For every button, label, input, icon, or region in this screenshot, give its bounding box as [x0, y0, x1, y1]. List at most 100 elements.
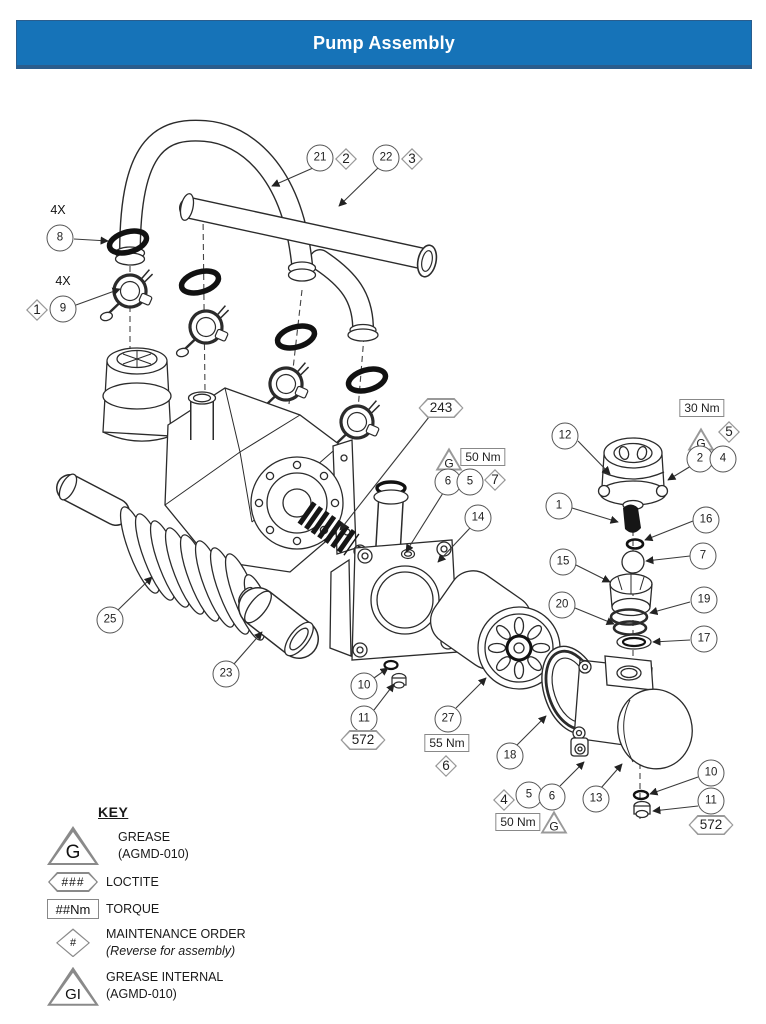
- callout-label: 8: [56, 231, 64, 244]
- bearing-housing: [329, 480, 459, 661]
- legend-text: TORQUE: [104, 901, 159, 918]
- callout-circle-9: 9: [49, 295, 77, 323]
- callout-label: 11: [705, 794, 717, 807]
- callout-label: 6: [442, 758, 450, 774]
- callout-label: G: [444, 456, 454, 470]
- leader-lines: [73, 167, 699, 815]
- callout-label: 19: [697, 593, 711, 606]
- legend-symbol-wrap: ##Nm: [42, 899, 104, 919]
- legend-label: GREASE: [118, 829, 171, 844]
- legend-text: GREASE INTERNAL(AGMD-010): [104, 969, 223, 1003]
- callout-label: 9: [59, 302, 67, 315]
- callout-label: 23: [219, 667, 233, 680]
- triangle-symbol-icon: GI: [47, 966, 99, 1006]
- callout-circle-1: 1: [545, 492, 573, 520]
- callout-label: 14: [471, 511, 485, 524]
- callout-circle-25: 25: [96, 606, 124, 634]
- legend-sublabel: (AGMD-010): [118, 846, 189, 861]
- callout-circle-14: 14: [464, 504, 492, 532]
- callout-circle-7: 7: [689, 542, 717, 570]
- callout-label: 11: [358, 712, 370, 725]
- callout-circle-17: 17: [690, 625, 718, 653]
- callout-circle-23: 23: [212, 660, 240, 688]
- page-title: Pump Assembly: [313, 32, 455, 53]
- callout-label: 15: [556, 555, 570, 568]
- callout-label: 1: [555, 499, 563, 512]
- hexagon-symbol-icon: ###: [48, 872, 98, 892]
- callout-label: 5: [466, 475, 474, 488]
- callout-label: 27: [441, 712, 455, 725]
- callout-circle-11: 11: [350, 705, 378, 733]
- callout-circle-15: 15: [549, 548, 577, 576]
- callout-circle-22: 22: [372, 144, 400, 172]
- callout-label: 243: [429, 400, 453, 416]
- callout-label: 30 Nm: [684, 401, 720, 415]
- callout-label: 17: [697, 632, 711, 645]
- callout-hex-243: 243: [418, 398, 464, 418]
- pump-body: [56, 347, 387, 659]
- callout-label: G: [549, 819, 559, 833]
- legend-sublabel: (AGMD-010): [106, 987, 177, 1002]
- callout-diamond-7: 7: [484, 469, 506, 491]
- callout-hex-572: 572: [340, 730, 386, 750]
- pipe-elbow-section: [309, 249, 379, 342]
- quantity-label: 4X: [50, 203, 66, 217]
- callout-box-50-nm: 50 Nm: [495, 813, 541, 831]
- legend-row-loctite: ### LOCTITE: [42, 872, 282, 892]
- callout-label: 20: [555, 598, 569, 611]
- legend-row-grease: G GREASE (AGMD-010): [42, 826, 282, 865]
- callout-box-30-nm: 30 Nm: [679, 399, 725, 417]
- callout-diamond-6: 6: [435, 755, 457, 777]
- callout-label: 7: [699, 549, 707, 562]
- callout-label: 25: [103, 613, 117, 626]
- legend-label: MAINTENANCE ORDER: [106, 927, 246, 941]
- callout-diamond-5: 5: [718, 421, 740, 443]
- callout-circle-6: 6: [434, 468, 462, 496]
- triangle-symbol-icon: G: [47, 826, 99, 865]
- callout-circle-27: 27: [434, 705, 462, 733]
- pipe-u-bend: [114, 119, 317, 282]
- legend-text: MAINTENANCE ORDER(Reverse for assembly): [104, 926, 246, 960]
- callout-triangle-g: G: [435, 447, 463, 471]
- callout-box-50-nm: 50 Nm: [460, 448, 506, 466]
- legend-symbol-wrap: ###: [42, 872, 104, 892]
- callout-label: 4: [500, 792, 508, 808]
- callout-label: 2: [696, 452, 704, 465]
- callout-label: G: [696, 436, 706, 450]
- callout-label: 6: [444, 475, 452, 488]
- legend-symbol-wrap: G: [42, 826, 104, 865]
- legend-title: KEY: [98, 804, 129, 820]
- callout-label: 5: [725, 424, 733, 440]
- callout-box-55-nm: 55 Nm: [424, 734, 470, 752]
- callout-label: 572: [699, 817, 723, 833]
- callout-label: 50 Nm: [465, 450, 501, 464]
- callout-label: 13: [589, 792, 603, 805]
- callout-circle-18: 18: [496, 742, 524, 770]
- callout-diamond-2: 2: [335, 148, 357, 170]
- callout-label: 572: [351, 732, 375, 748]
- pump-head: [570, 655, 693, 819]
- callout-circle-10: 10: [350, 672, 378, 700]
- pipe-straight-tube: [179, 193, 438, 278]
- legend-label: LOCTITE: [106, 874, 159, 889]
- legend-text: GREASE (AGMD-010): [104, 829, 189, 863]
- callout-label: 5: [525, 788, 533, 801]
- callout-label: 22: [379, 151, 393, 164]
- legend-text: LOCTITE: [104, 874, 159, 891]
- callout-label: 1: [33, 302, 41, 318]
- callout-circle-10: 10: [697, 759, 725, 787]
- callout-label: 50 Nm: [500, 815, 536, 829]
- callout-diamond-1: 1: [26, 299, 48, 321]
- callout-circle-11: 11: [697, 787, 725, 815]
- callout-circle-4: 4: [709, 445, 737, 473]
- callout-label: 3: [408, 151, 416, 167]
- callout-circle-6: 6: [538, 783, 566, 811]
- diamond-symbol-icon: #: [56, 928, 90, 958]
- callout-circle-21: 21: [306, 144, 334, 172]
